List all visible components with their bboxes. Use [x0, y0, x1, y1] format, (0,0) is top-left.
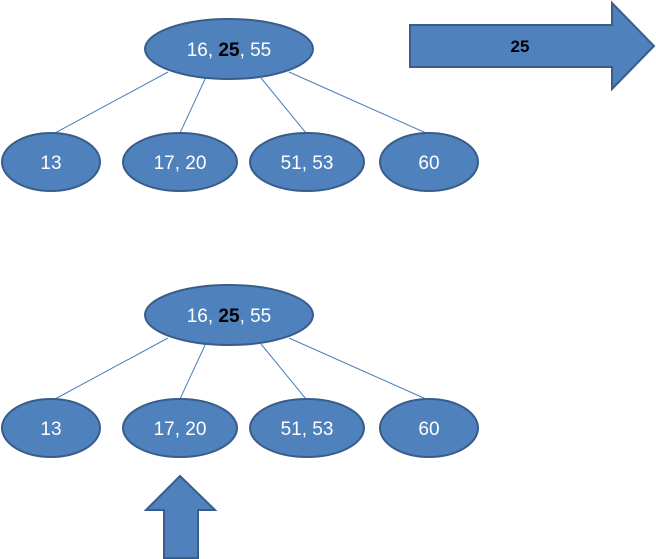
- bottom-edge-root-to-51-53: [260, 343, 307, 400]
- bottom-child-ellipse: [379, 398, 479, 458]
- top-root-ellipse: [144, 18, 314, 80]
- bottom-root-left-keys: 16,: [187, 306, 219, 327]
- bottom-child-label: 60: [418, 419, 439, 440]
- bottom-child-ellipse: [122, 398, 238, 458]
- bottom-edge-root-to-17-20: [179, 342, 207, 400]
- top-child-node-17-20: 17, 20: [122, 132, 238, 192]
- top-child-label: 60: [418, 153, 439, 174]
- bottom-child-label: 13: [40, 419, 61, 440]
- top-child-ellipse: [379, 132, 479, 192]
- top-child-label: 17, 20: [154, 153, 207, 174]
- top-edge-root-to-17-20: [179, 76, 207, 134]
- bottom-edge-root-to-60: [288, 337, 427, 400]
- top-tree: 16, 25, 55 13 17, 20 51, 53 60: [1, 18, 479, 192]
- bottom-tree-edges: [54, 337, 427, 400]
- top-child-node-13: 13: [1, 132, 101, 192]
- bottom-root-right-keys: , 55: [240, 306, 272, 327]
- right-arrow-label: 25: [511, 37, 530, 56]
- bottom-child-node-60: 60: [379, 398, 479, 458]
- top-child-ellipse: [122, 132, 238, 192]
- top-root-label: 16, 25, 55: [187, 40, 272, 61]
- top-root-right-keys: , 55: [240, 40, 272, 61]
- top-tree-edges: [54, 71, 427, 134]
- top-root-node: 16, 25, 55: [144, 18, 314, 80]
- up-arrow-shape: [143, 474, 218, 559]
- bottom-root-node: 16, 25, 55: [144, 284, 314, 346]
- bottom-child-label: 51, 53: [281, 419, 334, 440]
- bottom-root-label: 16, 25, 55: [187, 306, 272, 327]
- top-root-highlight-key: 25: [218, 40, 240, 61]
- bottom-child-node-17-20: 17, 20: [122, 398, 238, 458]
- bottom-child-ellipse: [1, 398, 101, 458]
- bottom-child-label: 17, 20: [154, 419, 207, 440]
- bottom-child-node-51-53: 51, 53: [249, 398, 365, 458]
- top-child-ellipse: [249, 132, 365, 192]
- top-child-node-51-53: 51, 53: [249, 132, 365, 192]
- top-root-left-keys: 16,: [187, 40, 219, 61]
- up-arrow: [143, 474, 218, 559]
- top-child-ellipse: [1, 132, 101, 192]
- top-edge-root-to-51-53: [260, 77, 307, 134]
- top-edge-root-to-13: [54, 71, 169, 134]
- top-child-label: 13: [40, 153, 61, 174]
- bottom-tree: 16, 25, 55 13 17, 20 51, 53 60: [1, 284, 479, 458]
- bottom-child-ellipse: [249, 398, 365, 458]
- bottom-child-node-13: 13: [1, 398, 101, 458]
- top-child-label: 51, 53: [281, 153, 334, 174]
- top-edge-root-to-60: [288, 71, 427, 134]
- bottom-root-highlight-key: 25: [218, 306, 240, 327]
- right-arrow-shape: [409, 0, 656, 92]
- bottom-root-ellipse: [144, 284, 314, 346]
- top-child-node-60: 60: [379, 132, 479, 192]
- bottom-edge-root-to-13: [54, 337, 169, 400]
- right-arrow: 25: [409, 0, 656, 92]
